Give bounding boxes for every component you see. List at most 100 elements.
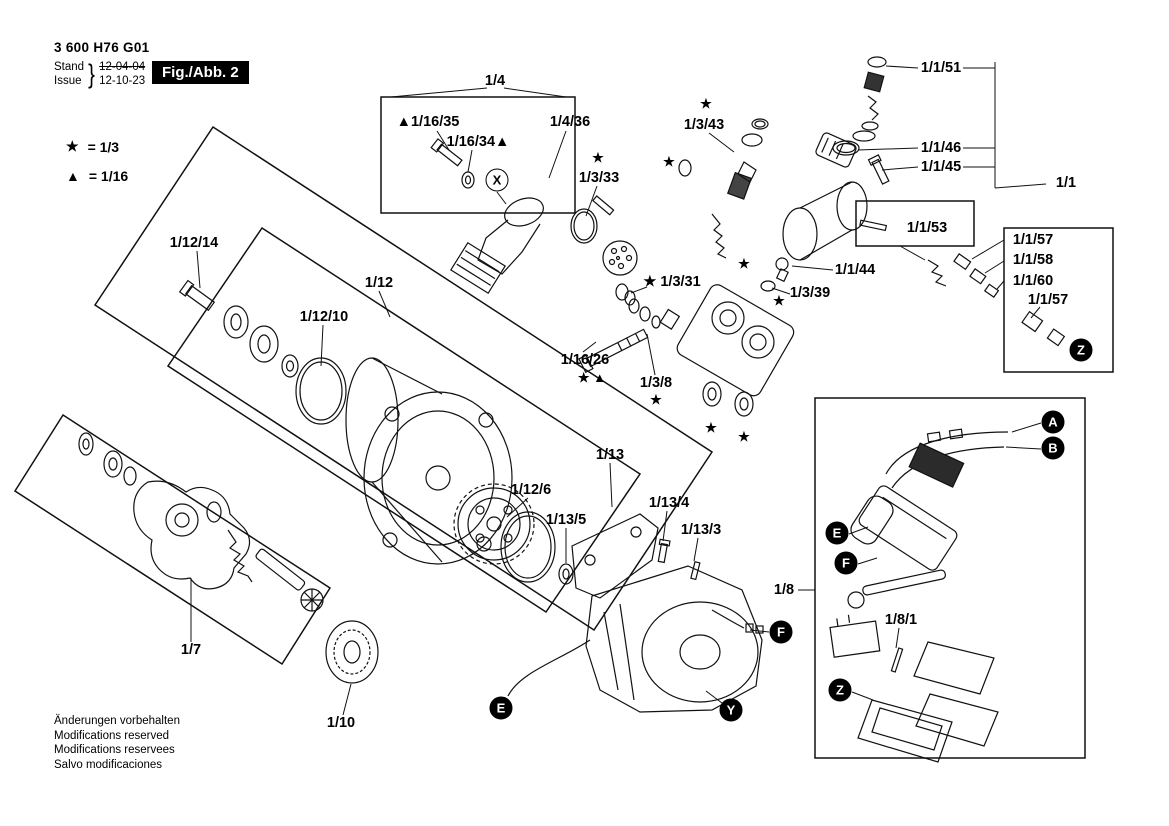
center-small-parts <box>578 159 692 374</box>
footer-line-de: Änderungen vorbehalten <box>54 715 180 727</box>
microswitch-shape <box>829 620 881 658</box>
issue-date: 12-10-23 <box>99 75 146 87</box>
legend-star-row: ★ = 1/3 <box>66 138 128 155</box>
part-label: 1/7 <box>180 642 202 658</box>
strainer-disc-shape <box>602 240 638 276</box>
part-label: 1/1/58 <box>1012 252 1054 268</box>
part-label: 1/16/26 <box>560 352 610 368</box>
marker-symbol: ★ ▲ <box>577 370 607 385</box>
issue-label: Issue <box>54 75 82 87</box>
gear-shape <box>457 487 531 561</box>
callout-e: E <box>489 696 513 720</box>
part-label: 1/16/34▲ <box>446 134 510 150</box>
star-marker: ★ <box>738 429 750 444</box>
part-label: 1/8/1 <box>884 612 918 628</box>
footer-line-en: Modifications reserved <box>54 729 170 742</box>
part-label: 1/13/4 <box>648 495 690 511</box>
motor-assembly-group <box>507 513 764 713</box>
pump-cylinder-group <box>782 56 1066 347</box>
callout-z: Z <box>828 678 852 702</box>
switch-group-box <box>814 397 1086 759</box>
group-boxes <box>13 96 1114 759</box>
part-label: 1/12/10 <box>299 309 349 325</box>
part-label: 1/1/60 <box>1012 273 1054 289</box>
inlet-group-box <box>380 96 576 214</box>
title-block: 3 600 H76 G01 Stand Issue } 12-04-04 12-… <box>54 40 149 88</box>
switch-housing-shape <box>858 485 958 571</box>
footer-line-es: Salvo modificaciones <box>54 758 163 771</box>
part-label: 1/1/46 <box>920 140 962 156</box>
valve-block-group <box>676 118 795 417</box>
stand-label: Stand <box>54 61 85 73</box>
figure-badge: Fig./Abb. 2 <box>152 61 249 84</box>
part-label: 1/13 <box>595 447 625 463</box>
part-number: 3 600 H76 G01 <box>54 40 150 55</box>
callout-e: E <box>825 521 849 545</box>
callout-b: B <box>1041 436 1065 460</box>
part-label: 1/12/14 <box>169 235 219 251</box>
motor-group-box <box>166 226 642 614</box>
callout-a: A <box>1041 410 1065 434</box>
part-label: 1/3/8 <box>639 375 673 391</box>
star-marker: ★ <box>663 154 675 169</box>
main-group-box <box>93 125 714 632</box>
part-label: 1/4/36 <box>549 114 591 130</box>
stand-date: 12-04-04 <box>99 61 146 73</box>
part-label: 1/3/43 <box>683 117 725 133</box>
callout-y: Y <box>719 698 743 722</box>
star-marker: ★ <box>592 150 604 165</box>
spring-shape <box>227 529 253 583</box>
o-ring-shape <box>295 357 347 425</box>
inlet-funnel-group <box>430 138 638 295</box>
part-label: 1/1/51 <box>920 60 962 76</box>
revision-block: Stand Issue } 12-04-04 12-10-23 <box>54 60 149 88</box>
part-label: 1/1/53 <box>906 220 948 236</box>
part-label: 1/13/5 <box>545 512 587 528</box>
part-label: 1/12/6 <box>510 482 552 498</box>
part-label: 1/1 <box>1055 175 1077 191</box>
pump-group-box <box>13 413 332 666</box>
legend-triangle-text: = 1/16 <box>88 168 129 184</box>
triangle-icon: ▲ <box>66 168 80 184</box>
star-marker: ★ <box>705 420 717 435</box>
star-marker: ★ <box>650 392 662 407</box>
motor-body-shape <box>585 565 763 713</box>
part-label: ▲1/16/35 <box>396 114 460 130</box>
part-label: 1/8 <box>773 582 795 598</box>
motor-housing-group <box>178 279 556 583</box>
part-label: 1/1/45 <box>920 159 962 175</box>
legend-triangle-row: ▲ = 1/16 <box>66 168 128 184</box>
leader-lines <box>190 62 1047 716</box>
pump-housing-shape <box>133 480 251 590</box>
part-label: ★ 1/3/31 <box>643 274 701 290</box>
part-label: 1/4 <box>484 73 506 89</box>
part-label: 1/3/39 <box>789 285 831 301</box>
star-marker: ★ <box>738 256 750 271</box>
footer-note: Änderungen vorbehalten Modifications res… <box>54 714 180 772</box>
part-label: 1/3/33 <box>578 170 620 186</box>
footer-line-fr: Modifications reservees <box>54 744 175 756</box>
part-label: 1/1/57 <box>1027 292 1069 308</box>
pump-head-group <box>78 432 379 684</box>
legend-star-text: = 1/3 <box>87 138 120 155</box>
parts <box>78 56 1066 763</box>
base-tray-shape <box>857 699 953 763</box>
connector-block-shape <box>908 442 965 488</box>
cable-shape <box>507 639 591 697</box>
valve-spring-shape <box>711 213 727 259</box>
housing-face-shape <box>363 391 513 565</box>
switch-assembly-group <box>829 428 1009 763</box>
funnel-shape <box>477 219 541 275</box>
star-marker: ★ <box>773 293 785 308</box>
bearing-shape <box>325 620 379 684</box>
callout-x: X <box>485 168 509 192</box>
part-label: 1/10 <box>326 715 356 731</box>
z-group-box <box>1003 227 1114 373</box>
callout-f: F <box>769 620 793 644</box>
valve-block-shape <box>676 284 795 397</box>
callout-z: Z <box>1069 338 1093 362</box>
part-label: 1/1/57 <box>1012 232 1054 248</box>
callout-f: F <box>834 551 858 575</box>
